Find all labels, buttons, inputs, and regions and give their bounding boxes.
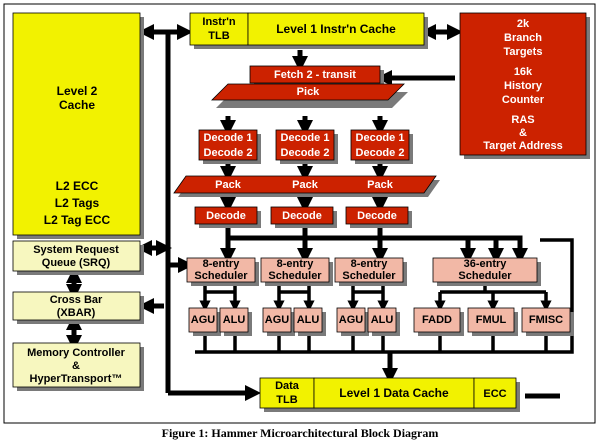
decode1-label: Decode 1	[356, 132, 405, 144]
branch-line4: 16k	[514, 66, 533, 78]
memctrl-line3: HyperTransport™	[30, 373, 123, 385]
itlb-line1: Instr'n	[202, 16, 235, 28]
exec-unit-agu-2: AGU	[262, 307, 295, 336]
ecc-label: ECC	[483, 388, 506, 400]
pack-stage: Pack Pack Pack	[173, 175, 440, 197]
int-scheduler-3: 8-entry Scheduler	[334, 257, 407, 286]
decode-block-1: Decode	[194, 206, 261, 228]
branch-line8: &	[519, 127, 527, 139]
fmisc-label: FMISC	[529, 314, 563, 326]
pack-label: Pack	[367, 179, 394, 191]
data-tlb: Data TLB	[259, 377, 318, 412]
agu-label: AGU	[191, 314, 216, 326]
scheduler-line2: Scheduler	[194, 270, 248, 282]
memctrl-line2: &	[72, 360, 80, 372]
branch-line1: 2k	[517, 18, 530, 30]
data-cache-ecc: ECC	[473, 377, 520, 412]
memory-controller: Memory Controller & HyperTransport™	[12, 342, 144, 391]
scheduler-line1: 8-entry	[351, 258, 389, 270]
exec-unit-alu-3: ALU	[367, 307, 400, 336]
pick-label: Pick	[297, 86, 321, 98]
dtlb-line1: Data	[275, 380, 300, 392]
exec-unit-alu-1: ALU	[219, 307, 252, 336]
scheduler-line2: Scheduler	[342, 270, 396, 282]
srq-line2: Queue (SRQ)	[42, 257, 111, 269]
level2-cache: Level 2 Cache L2 ECC L2 Tags L2 Tag ECC	[12, 12, 144, 239]
xbar-line2: (XBAR)	[57, 307, 96, 319]
branch-predictor: 2k Branch Targets 16k History Counter RA…	[459, 12, 590, 159]
fetch-label: Fetch 2 - transit	[274, 69, 356, 81]
decode-label: Decode	[357, 210, 397, 222]
l2-ecc-label: L2 ECC	[56, 179, 99, 193]
exec-unit-agu-3: AGU	[336, 307, 369, 336]
decode-block-3: Decode	[345, 206, 412, 228]
fp-scheduler-line2: Scheduler	[458, 270, 512, 282]
branch-line7: RAS	[511, 114, 534, 126]
fadd-label: FADD	[422, 314, 452, 326]
alu-label: ALU	[297, 314, 320, 326]
scheduler-line2: Scheduler	[268, 270, 322, 282]
pack-label: Pack	[292, 179, 319, 191]
branch-line2: Branch	[504, 32, 542, 44]
branch-line5: History	[504, 80, 543, 92]
l1d-label: Level 1 Data Cache	[339, 386, 449, 400]
int-scheduler-1: 8-entry Scheduler	[186, 257, 259, 286]
fp-unit-fmisc: FMISC	[521, 307, 574, 336]
decode-pair-1: Decode 1 Decode 2	[198, 129, 261, 164]
itlb-line2: TLB	[208, 30, 229, 42]
alu-label: ALU	[223, 314, 246, 326]
scheduler-line1: 8-entry	[277, 258, 315, 270]
system-request-queue: System Request Queue (SRQ)	[12, 240, 144, 275]
fp-scheduler: 36-entry Scheduler	[432, 257, 541, 286]
exec-unit-agu-1: AGU	[188, 307, 221, 336]
level1-instruction-cache: Level 1 Instr'n Cache	[247, 12, 428, 49]
agu-label: AGU	[265, 314, 290, 326]
scheduler-line1: 8-entry	[203, 258, 241, 270]
instruction-tlb: Instr'n TLB	[189, 12, 252, 49]
pick-stage: Pick	[211, 83, 408, 108]
decode-pair-2: Decode 1 Decode 2	[275, 129, 338, 164]
connections	[65, 23, 574, 402]
memctrl-line1: Memory Controller	[27, 347, 126, 359]
decode2-label: Decode 2	[204, 147, 253, 159]
fp-unit-fmul: FMUL	[467, 307, 518, 336]
l2-title-line2: Cache	[59, 98, 95, 112]
figure-caption: Figure 1: Hammer Microarchitectural Bloc…	[162, 426, 439, 440]
l2-title-line1: Level 2	[57, 84, 98, 98]
alu-label: ALU	[371, 314, 394, 326]
agu-label: AGU	[339, 314, 364, 326]
int-scheduler-2: 8-entry Scheduler	[260, 257, 333, 286]
decode-block-2: Decode	[270, 206, 337, 228]
fp-unit-fadd: FADD	[413, 307, 464, 336]
l2-tag-ecc-label: L2 Tag ECC	[44, 213, 111, 227]
exec-unit-alu-2: ALU	[293, 307, 326, 336]
pack-label: Pack	[215, 179, 242, 191]
decode1-label: Decode 1	[204, 132, 253, 144]
decode-label: Decode	[206, 210, 246, 222]
level1-data-cache: Level 1 Data Cache	[313, 377, 478, 412]
decode2-label: Decode 2	[281, 147, 330, 159]
xbar-line1: Cross Bar	[50, 294, 103, 306]
fmul-label: FMUL	[476, 314, 507, 326]
cross-bar: Cross Bar (XBAR)	[12, 291, 144, 324]
decode-label: Decode	[282, 210, 322, 222]
dtlb-line2: TLB	[276, 394, 297, 406]
decode2-label: Decode 2	[356, 147, 405, 159]
fp-scheduler-line1: 36-entry	[464, 258, 508, 270]
branch-line6: Counter	[502, 94, 545, 106]
fetch-stage: Fetch 2 - transit	[249, 65, 384, 87]
decode1-label: Decode 1	[281, 132, 330, 144]
l2-tags-label: L2 Tags	[55, 196, 100, 210]
branch-line3: Targets	[504, 46, 543, 58]
decode-pair-3: Decode 1 Decode 2	[350, 129, 413, 164]
l1i-label: Level 1 Instr'n Cache	[276, 22, 396, 36]
branch-line9: Target Address	[483, 140, 562, 152]
srq-line1: System Request	[33, 244, 119, 256]
